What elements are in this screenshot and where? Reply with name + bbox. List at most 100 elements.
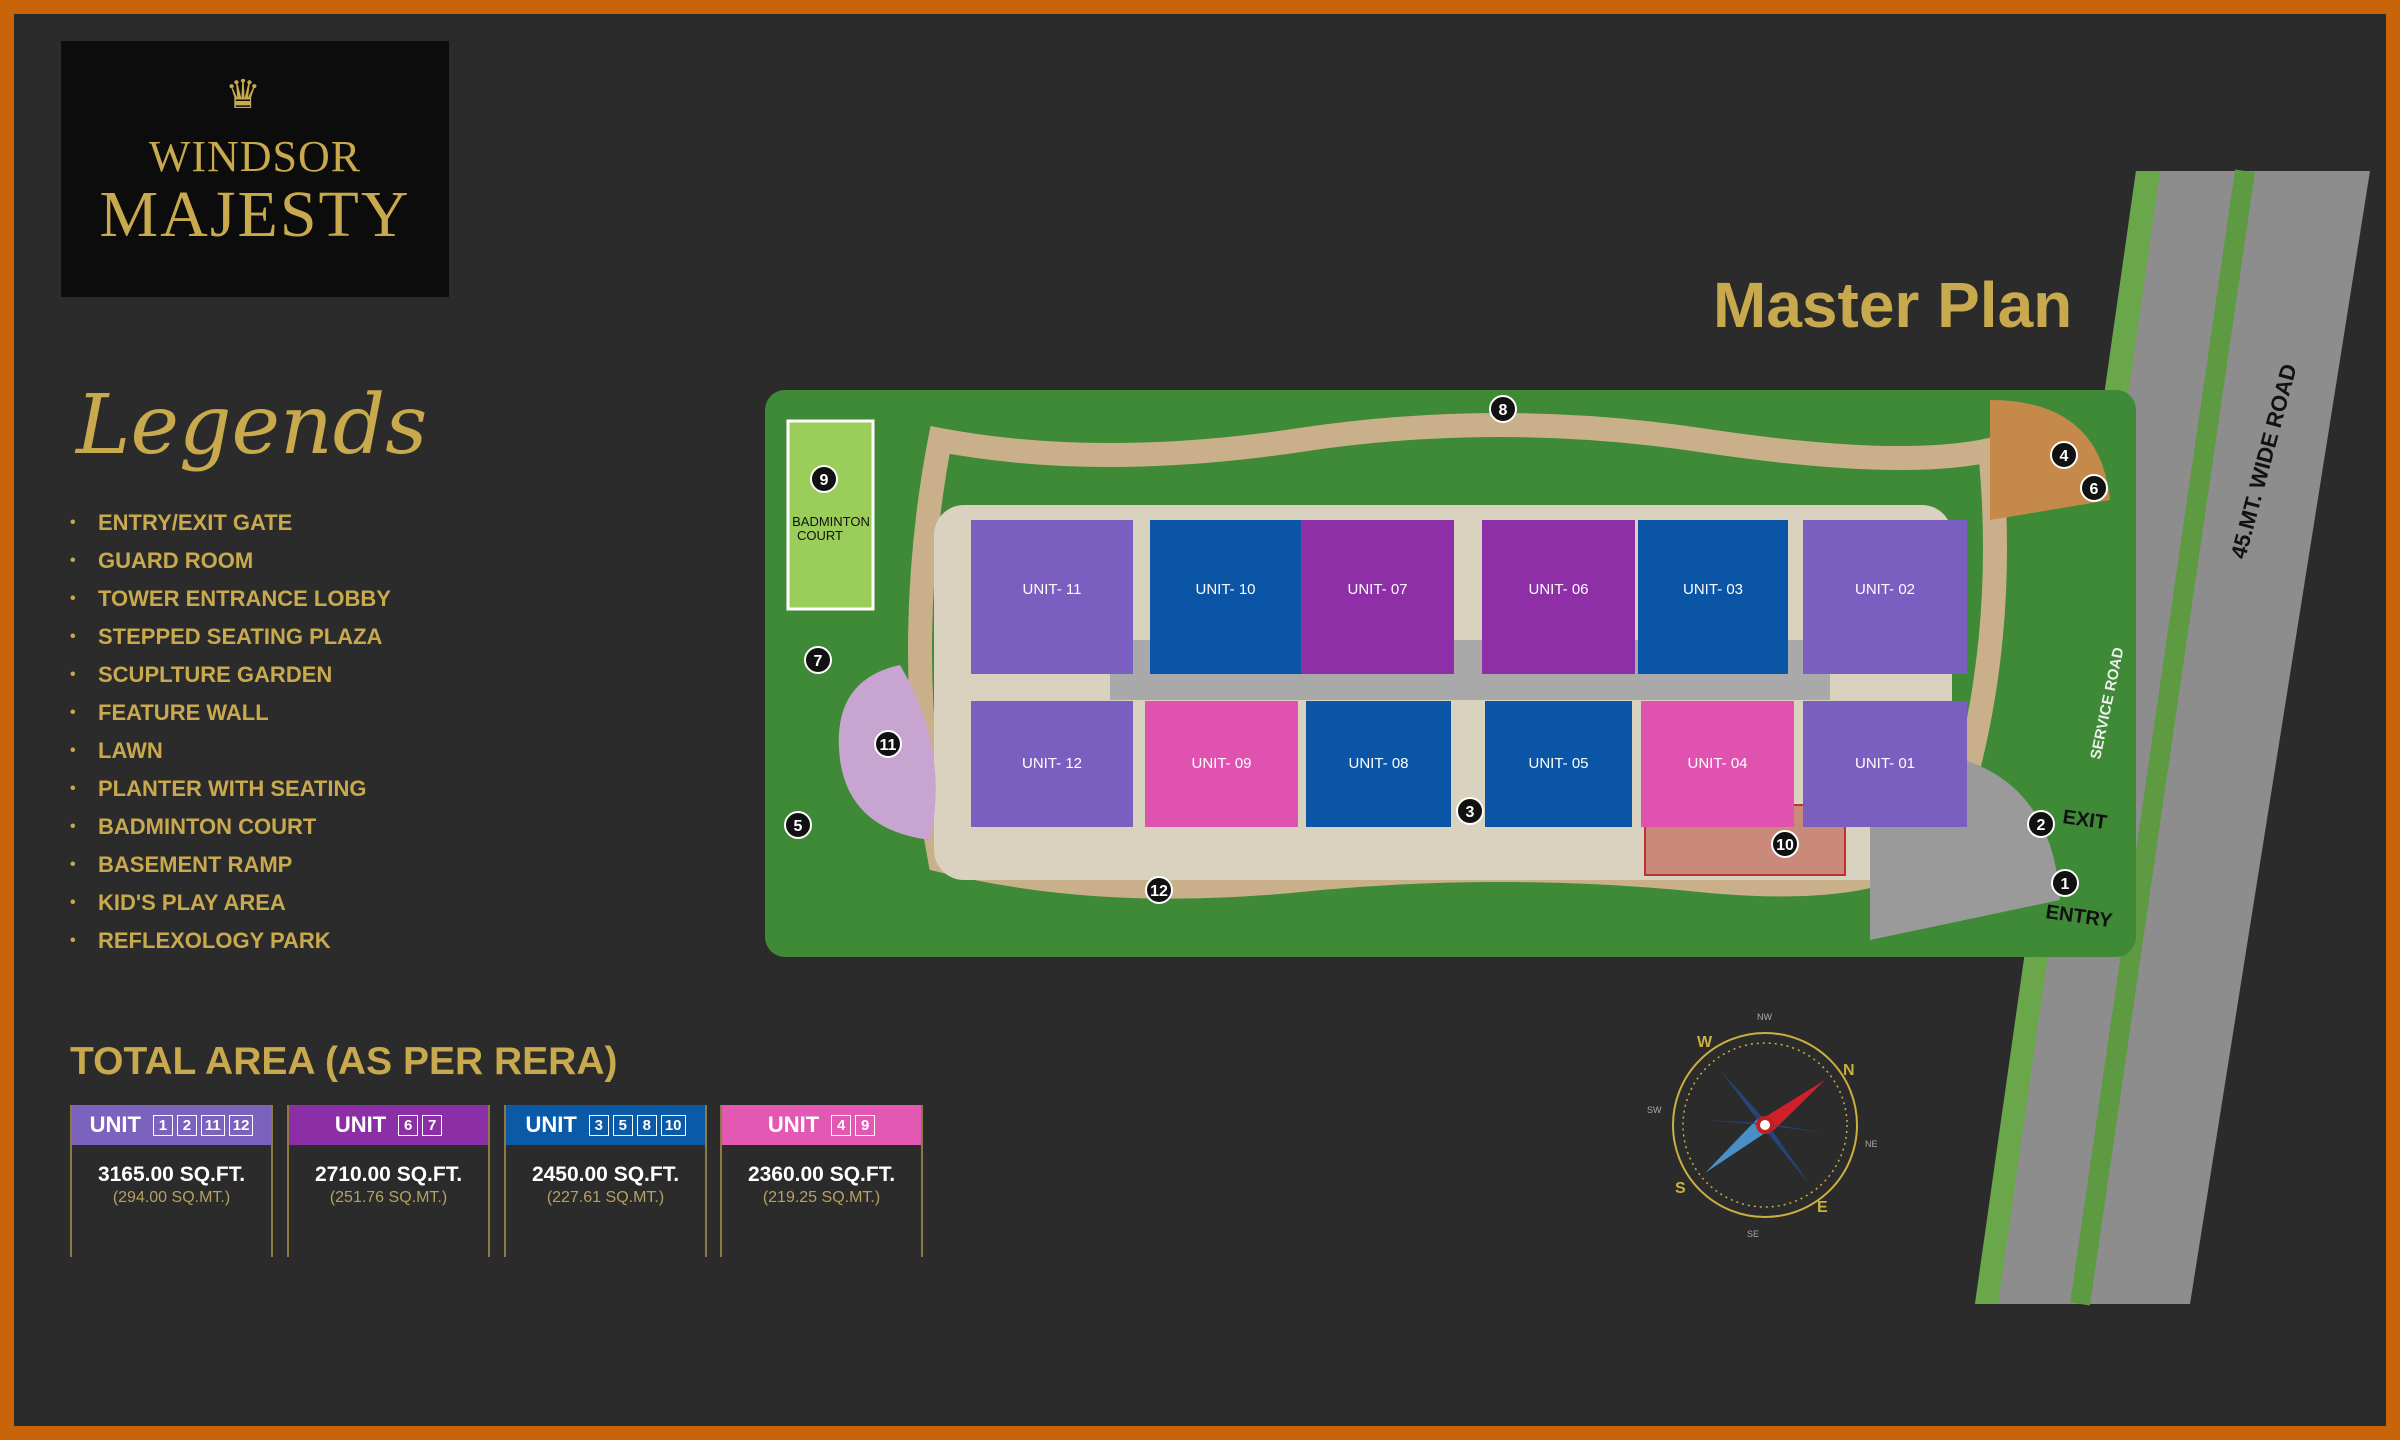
area-sqmt: (219.25 SQ.MT.) bbox=[762, 1189, 881, 1206]
unit-number-badge: 4 bbox=[831, 1114, 852, 1136]
marker-number: 4 bbox=[2060, 448, 2069, 465]
area-sqft: 2360.00 SQ.FT. bbox=[747, 1163, 896, 1186]
compass-south-needle bbox=[1705, 1119, 1765, 1173]
unit-block[interactable] bbox=[971, 520, 1133, 674]
marker-number: 12 bbox=[1150, 883, 1168, 900]
svg-text:W: W bbox=[1697, 1034, 1713, 1051]
legend-item: • BASEMENT RAMP bbox=[70, 846, 391, 884]
brand-line1: WINDSOR bbox=[148, 132, 362, 181]
unit-block[interactable] bbox=[1638, 520, 1788, 674]
unit-block[interactable] bbox=[1803, 520, 1967, 674]
legend-item: •LAWN bbox=[70, 732, 391, 770]
legend-item: • BADMINTON COURT bbox=[70, 808, 391, 846]
crown-icon: ♛ bbox=[225, 72, 261, 117]
compass-rose: N S E W NW NE SE SW bbox=[1647, 1012, 1878, 1239]
unit-number-badge: 11 bbox=[200, 1114, 225, 1136]
legend-marker bbox=[1456, 797, 1484, 825]
legend-item-label: FEATURE WALL bbox=[98, 700, 269, 725]
svg-text:S: S bbox=[1675, 1180, 1686, 1197]
legend-marker bbox=[2080, 474, 2108, 502]
unit-block[interactable] bbox=[1485, 701, 1632, 827]
unit-label: UNIT- 03 bbox=[1683, 581, 1743, 598]
unit-block[interactable] bbox=[971, 701, 1133, 827]
bullet: • bbox=[70, 590, 76, 607]
unit-block[interactable] bbox=[1482, 520, 1635, 674]
marker-number: 6 bbox=[2090, 481, 2099, 498]
unit-number-badge: 7 bbox=[422, 1114, 443, 1136]
svg-text:N: N bbox=[1843, 1062, 1855, 1079]
area-sqft: 2710.00 SQ.FT. bbox=[314, 1163, 463, 1186]
unit-block[interactable] bbox=[1641, 701, 1794, 827]
unit-number-badge: 10 bbox=[660, 1114, 686, 1136]
unit-number-badge: 12 bbox=[228, 1114, 254, 1136]
road-median bbox=[2070, 169, 2255, 1306]
legend-item: • FEATURE WALL bbox=[70, 694, 391, 732]
legend-item-label: STEPPED SEATING PLAZA bbox=[98, 624, 383, 649]
area-sqmt: (251.76 SQ.MT.) bbox=[329, 1189, 448, 1206]
bullet: • bbox=[70, 552, 76, 569]
unit-number-badge: 6 bbox=[398, 1114, 419, 1136]
legend-marker bbox=[804, 646, 832, 674]
legend-item: •SCUPLTURE GARDEN bbox=[70, 656, 391, 694]
unit-block[interactable] bbox=[1803, 701, 1967, 827]
bullet: • bbox=[70, 856, 76, 873]
svg-text:SW: SW bbox=[1647, 1105, 1662, 1115]
marker-number: 8 bbox=[1499, 402, 1508, 419]
bullet: • bbox=[70, 628, 76, 645]
unit-label: UNIT- 07 bbox=[1347, 581, 1407, 598]
badminton-label: COURT bbox=[797, 528, 843, 543]
legend-marker bbox=[874, 730, 902, 758]
marker-number: 1 bbox=[2061, 876, 2070, 893]
unit-number-badge: 9 bbox=[855, 1114, 876, 1136]
unit-label: UNIT bbox=[525, 1112, 577, 1137]
legend-marker bbox=[1771, 830, 1799, 858]
unit-number-badge: 8 bbox=[636, 1114, 657, 1136]
marker-number: 5 bbox=[794, 818, 803, 835]
marker-number: 7 bbox=[814, 653, 823, 670]
legend-item: •GUARD ROOM bbox=[70, 542, 391, 580]
unit-block[interactable] bbox=[1306, 701, 1451, 827]
area-sqmt: (294.00 SQ.MT.) bbox=[112, 1189, 231, 1206]
bullet: • bbox=[70, 514, 76, 531]
legend-item-label: REFLEXOLOGY PARK bbox=[98, 928, 331, 953]
unit-block[interactable] bbox=[1301, 520, 1454, 674]
badminton-court bbox=[786, 419, 875, 611]
legend-item-label: KID'S PLAY AREA bbox=[98, 890, 286, 915]
legend-item-label: ENTRY/EXIT GATE bbox=[98, 510, 293, 535]
marker-number: 3 bbox=[1466, 804, 1475, 821]
marker-number: 2 bbox=[2037, 817, 2046, 834]
legend-marker bbox=[2050, 441, 2078, 469]
unit-label: UNIT- 10 bbox=[1195, 581, 1255, 598]
legend-item-label: BADMINTON COURT bbox=[98, 814, 317, 839]
bullet: • bbox=[70, 742, 76, 759]
marker-number: 11 bbox=[880, 737, 897, 754]
legend-item: •PLANTER WITH SEATING bbox=[70, 770, 391, 808]
svg-text:NE: NE bbox=[1865, 1139, 1878, 1149]
bullet: • bbox=[70, 818, 76, 835]
bullet: • bbox=[70, 704, 76, 721]
bullet: • bbox=[70, 666, 76, 683]
unit-block[interactable] bbox=[1145, 701, 1298, 827]
legend-item: • ENTRY/EXIT GATE bbox=[70, 504, 391, 542]
unit-label: UNIT- 08 bbox=[1348, 755, 1408, 772]
total-area-heading: TOTAL AREA (AS PER RERA) bbox=[70, 1040, 618, 1083]
unit-block[interactable] bbox=[1150, 520, 1301, 674]
legend-item-label: BASEMENT RAMP bbox=[98, 852, 293, 877]
legend-item-label: PLANTER WITH SEATING bbox=[98, 776, 367, 801]
legend-item: • KID'S PLAY AREA bbox=[70, 884, 391, 922]
bullet: • bbox=[70, 894, 76, 911]
legend-marker bbox=[2051, 869, 2079, 897]
unit-label: UNIT- 09 bbox=[1191, 755, 1251, 772]
legend-marker bbox=[810, 465, 838, 493]
svg-text:SE: SE bbox=[1747, 1229, 1759, 1239]
bullet: • bbox=[70, 932, 76, 949]
legend-item-label: TOWER ENTRANCE LOBBY bbox=[98, 586, 391, 611]
area-sqft: 3165.00 SQ.FT. bbox=[97, 1163, 246, 1186]
svg-text:E: E bbox=[1817, 1199, 1828, 1216]
legend-item: • REFLEXOLOGY PARK bbox=[70, 922, 391, 960]
